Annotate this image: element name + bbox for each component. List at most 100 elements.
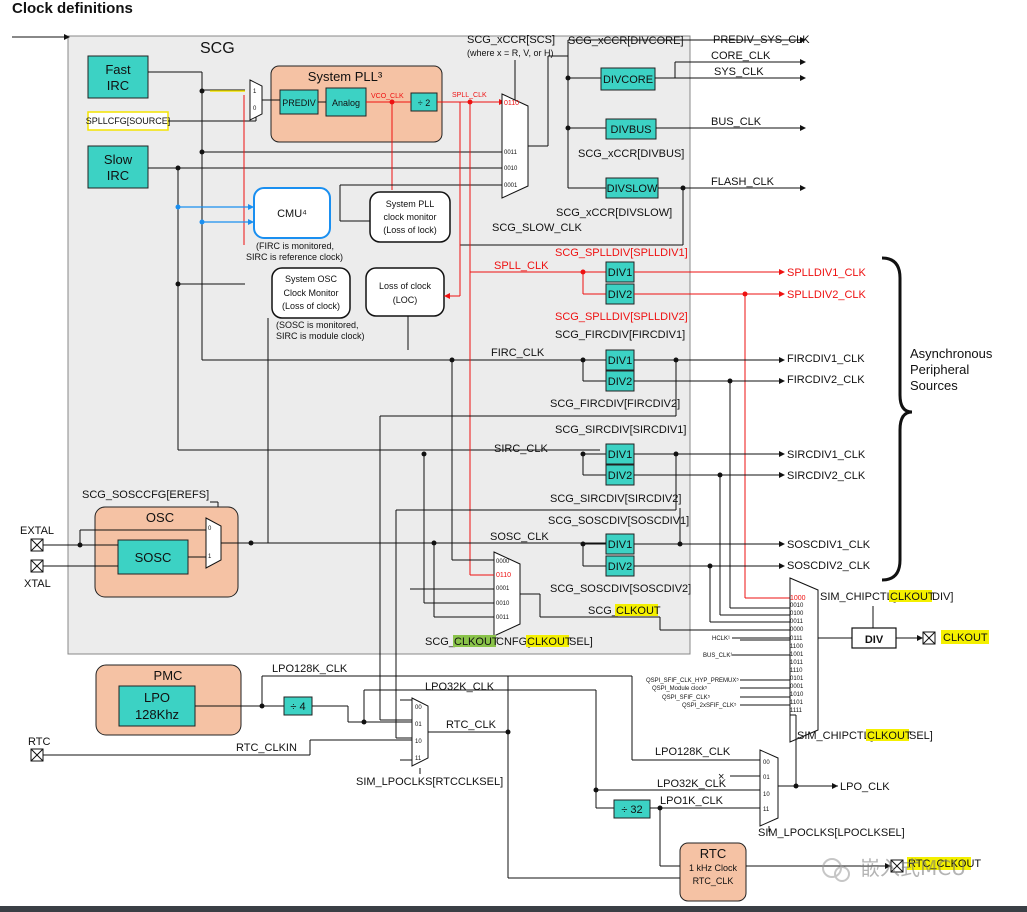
pll-clock-monitor-block: System PLL clock monitor (Loss of lock) <box>369 191 451 243</box>
sirc-clk-label: SIRC_CLK <box>494 443 548 455</box>
lpoclksel-label: SIM_LPOCLKS[LPOCLKSEL] <box>758 827 905 839</box>
svg-text:OSC: OSC <box>146 510 174 525</box>
svg-text:QSPI_2xSFIF_CLK⁵: QSPI_2xSFIF_CLK⁵ <box>682 702 737 709</box>
svg-text:0001: 0001 <box>790 684 804 690</box>
firc-div1-block: DIV1 <box>605 349 635 371</box>
svg-text:0001: 0001 <box>496 586 510 592</box>
sosccfg-label: SCG_SOSCCFG[EREFS] <box>82 489 209 501</box>
svg-text:DIV1: DIV1 <box>608 449 632 461</box>
svg-text:RTC: RTC <box>700 846 726 861</box>
svg-text:÷ 2: ÷ 2 <box>418 98 430 108</box>
rtc-clkin-label: RTC_CLKIN <box>236 742 297 754</box>
sosc-clk-label: SOSC_CLK <box>490 531 549 543</box>
svg-text:0010: 0010 <box>504 166 518 172</box>
svg-text:00: 00 <box>763 760 770 766</box>
svg-text:0110: 0110 <box>504 100 519 107</box>
sircdiv2-clk-label: SIRCDIV2_CLK <box>787 470 866 482</box>
spll-div2-reg: SCG_SPLLDIV[SPLLDIV2] <box>555 311 688 323</box>
spll-div2-block: DIV2 <box>605 283 635 305</box>
osc-clock-monitor-block: System OSC Clock Monitor (Loss of clock) <box>271 267 351 319</box>
svg-text:CLKOUT: CLKOUT <box>890 591 935 603</box>
cmu-block: CMU⁴ <box>253 187 331 239</box>
svg-text:DIVCORE: DIVCORE <box>603 74 653 86</box>
lpo-clk-label: LPO_CLK <box>840 781 890 793</box>
svg-text:(FIRC is monitored,: (FIRC is monitored, <box>256 241 334 251</box>
svg-text:0011: 0011 <box>790 619 804 625</box>
lpo-x-mark: × <box>718 771 724 783</box>
svg-text:PMC: PMC <box>154 668 183 683</box>
svg-text:11: 11 <box>763 807 770 813</box>
spll-div1-block: DIV1 <box>605 261 635 283</box>
svg-text:1111: 1111 <box>790 708 803 714</box>
svg-text:0000: 0000 <box>496 559 510 565</box>
sim-clkout-side-labels: HCLK¹ BUS_CLK¹ QSPI_SFIF_CLK_HYP_PREMUX⁵… <box>646 636 739 709</box>
slow-irc-block: Slow IRC <box>87 145 149 189</box>
core-clk-label: CORE_CLK <box>711 50 771 62</box>
svg-text:SIRC is reference clock): SIRC is reference clock) <box>246 252 343 262</box>
svg-text:11: 11 <box>415 756 422 762</box>
svg-text:0111: 0111 <box>790 636 803 642</box>
bottom-bar <box>0 906 1027 912</box>
svg-text:CLKOUT: CLKOUT <box>943 632 988 644</box>
svg-text:SEL]: SEL] <box>909 730 933 742</box>
svg-text:VCO_CLK: VCO_CLK <box>371 93 404 100</box>
sirc-div2-block: DIV2 <box>605 464 635 486</box>
svg-text:0000: 0000 <box>790 627 804 633</box>
sirc-div1-block: DIV1 <box>605 443 635 465</box>
svg-text:0101: 0101 <box>790 676 804 682</box>
svg-text:SIM_CHIPCTL[: SIM_CHIPCTL[ <box>797 730 873 742</box>
svg-text:10: 10 <box>415 739 422 745</box>
svg-text:QSPI_SFIF_CLK⁵: QSPI_SFIF_CLK⁵ <box>662 694 711 701</box>
svg-text:System OSC: System OSC <box>285 274 338 284</box>
rtcclksel-mux <box>411 697 429 767</box>
rtc-pin-label: RTC <box>28 736 50 748</box>
loss-of-clock-block: Loss of clock (LOC) <box>365 267 445 317</box>
lpo32k-clk-label: LPO32K_CLK <box>425 681 495 693</box>
svg-text:10: 10 <box>763 792 770 798</box>
svg-text:SEL]: SEL] <box>569 636 593 648</box>
scg-clkout-mux <box>493 551 521 637</box>
svg-text:00: 00 <box>415 705 422 711</box>
scg-slow-clk-label: SCG_SLOW_CLK <box>492 222 583 234</box>
rtc-clkout-label: RTC_CLKOUT <box>908 858 981 870</box>
lpo128k-clk-label: LPO128K_CLK <box>272 663 348 675</box>
svg-text:1011: 1011 <box>790 660 804 666</box>
async-label-1: Asynchronous <box>910 346 993 361</box>
svg-text:0: 0 <box>208 526 212 532</box>
svg-text:(LOC): (LOC) <box>393 295 418 305</box>
clkout-div-block: DIV <box>851 627 897 649</box>
xccr-divbus-label: SCG_xCCR[DIVBUS] <box>578 148 684 160</box>
xtal-label: XTAL <box>24 578 51 590</box>
svg-text:(Loss of clock): (Loss of clock) <box>282 301 340 311</box>
svg-text:0: 0 <box>253 106 257 112</box>
sirc-div2-reg: SCG_SIRCDIV[SIRCDIV2] <box>550 493 681 505</box>
fast-irc-block: Fast IRC <box>87 55 149 99</box>
divbus-block: DIVBUS <box>605 118 657 140</box>
svg-text:1: 1 <box>208 554 212 560</box>
svg-text:Loss of clock: Loss of clock <box>379 281 432 291</box>
svg-text:Clock Monitor: Clock Monitor <box>283 288 338 298</box>
svg-text:1010: 1010 <box>790 692 804 698</box>
svg-text:QSPI_Module clock⁵: QSPI_Module clock⁵ <box>652 685 708 692</box>
div32-block: ÷ 32 <box>613 799 651 819</box>
rtc-clk-label: RTC_CLK <box>446 719 497 731</box>
svg-text:01: 01 <box>415 722 422 728</box>
soscdiv2-clk-label: SOSCDIV2_CLK <box>787 560 871 572</box>
extal-label: EXTAL <box>20 525 54 537</box>
svg-text:嵌入式MCU: 嵌入式MCU <box>860 856 966 880</box>
svg-text:÷ 4: ÷ 4 <box>290 701 305 713</box>
pmc-block: PMC LPO 128Khz <box>95 664 242 736</box>
svg-text:SPLLCFG[SOURCE]: SPLLCFG[SOURCE] <box>86 116 171 126</box>
svg-text:clock monitor: clock monitor <box>383 212 436 222</box>
svg-text:Fast: Fast <box>105 62 131 77</box>
svg-text:System PLL³: System PLL³ <box>308 69 383 84</box>
rtcclksel-label: SIM_LPOCLKS[RTCCLKSEL] <box>356 776 503 788</box>
svg-text:QSPI_SFIF_CLK_HYP_PREMUX⁵: QSPI_SFIF_CLK_HYP_PREMUX⁵ <box>646 677 739 684</box>
sosc-div1-block: DIV1 <box>605 533 635 555</box>
svg-text:Slow: Slow <box>104 152 133 167</box>
scg-clkout-label: SCG_ CLKOUT <box>588 604 661 617</box>
system-pll-block: System PLL³ PREDIV Analog VCO_CLK ÷ 2 <box>270 65 443 143</box>
bus-clk-label: BUS_CLK <box>711 116 762 128</box>
sirc-div1-reg: SCG_SIRCDIV[SIRCDIV1] <box>555 424 686 436</box>
